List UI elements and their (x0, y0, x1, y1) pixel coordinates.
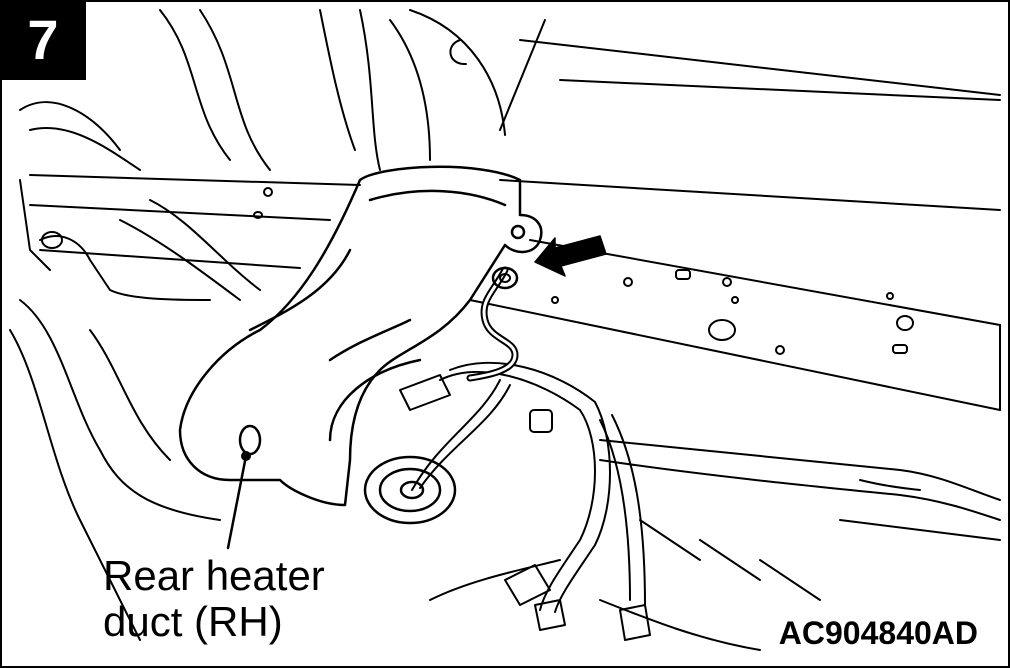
harness-protector (429, 439, 1001, 651)
grommet (363, 455, 457, 525)
rear-heater-duct (178, 165, 543, 507)
ground-wire (466, 266, 519, 382)
figure-id: AC904840AD (778, 615, 978, 651)
callout-leader (226, 451, 251, 550)
body-structure (9, 9, 506, 641)
callout-line-1: Rear heater (103, 552, 325, 599)
pointer-arrow-icon (534, 235, 607, 277)
part-callout-label: Rear heater duct (RH) (103, 553, 325, 645)
panel-holes (253, 39, 914, 355)
step-number-badge: 7 (0, 0, 86, 80)
callout-line-2: duct (RH) (103, 598, 283, 645)
wiring-harness (399, 361, 651, 641)
cross-member (29, 19, 1001, 411)
